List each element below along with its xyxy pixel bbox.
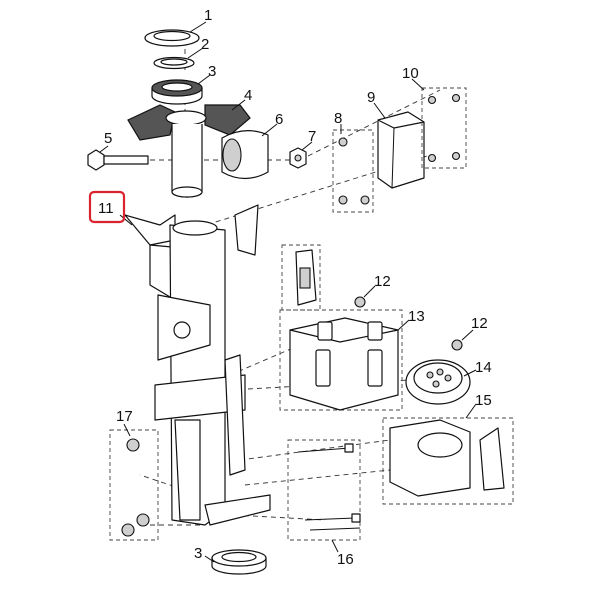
part-3-bearing-top — [151, 79, 203, 105]
callout-15: 15 — [475, 392, 492, 409]
callout-5: 5 — [104, 130, 112, 147]
callout-labels: 1 2 3 4 5 6 7 8 9 10 11 12 12 13 14 15 1… — [88, 7, 492, 568]
callout-14: 14 — [475, 359, 492, 376]
steering-column-tube-upper — [171, 124, 203, 198]
callout-3-bottom: 3 — [194, 545, 202, 562]
part-4-mount-bracket — [127, 104, 251, 141]
part-16-bolts-group — [287, 439, 361, 541]
callout-leaders — [99, 21, 477, 563]
part-9-control-module — [377, 111, 425, 189]
callout-13: 13 — [408, 308, 425, 325]
part-14-horn — [405, 359, 471, 405]
callout-6: 6 — [275, 111, 283, 128]
part-2-washer — [153, 56, 195, 70]
part-6-bushing — [221, 130, 269, 180]
part-12-nut-right — [451, 339, 463, 351]
callout-3-top: 3 — [208, 63, 216, 80]
callout-11-highlight — [88, 190, 126, 224]
callout-1: 1 — [204, 7, 212, 24]
part-10-nuts-group — [421, 87, 467, 169]
part-bracket-plate — [281, 244, 321, 311]
part-12-nut-upper — [354, 296, 366, 308]
callout-4: 4 — [244, 87, 252, 104]
part-15-ecu-box — [382, 417, 514, 505]
callout-9: 9 — [367, 89, 375, 106]
part-8-nuts-group — [332, 129, 374, 213]
callout-8: 8 — [334, 110, 342, 127]
part-5-bolt — [87, 149, 149, 171]
callout-12-right: 12 — [471, 315, 488, 332]
part-11-main-frame — [124, 204, 271, 526]
part-3-bearing-bottom — [211, 549, 267, 575]
callout-17: 17 — [116, 408, 133, 425]
callout-10: 10 — [402, 65, 419, 82]
part-13-relay-box — [279, 309, 403, 411]
callout-11: 11 — [98, 200, 114, 217]
callout-2: 2 — [201, 36, 209, 53]
part-17-nuts-group — [109, 429, 159, 541]
part-1-top-ring — [144, 29, 200, 47]
callout-12-upper: 12 — [374, 273, 391, 290]
part-7-nut — [289, 147, 307, 169]
callout-7: 7 — [308, 128, 316, 145]
callout-16: 16 — [337, 551, 354, 568]
